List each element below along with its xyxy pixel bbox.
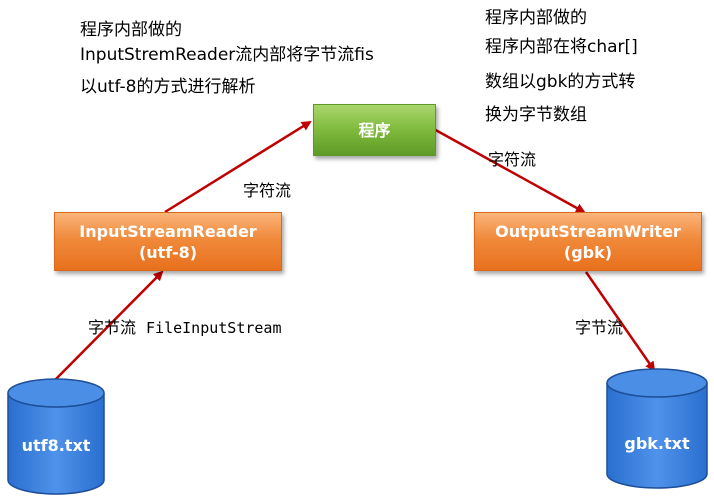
target-file-cylinder — [606, 368, 708, 489]
left-note-line: 程序内部做的 — [80, 20, 182, 40]
right-note-line: 程序内部在将char[] — [485, 37, 638, 57]
right-note-line: 程序内部做的 — [485, 8, 587, 28]
right-note: 程序内部做的 程序内部在将char[] 数组以gbk的方式转 换为字节数组 — [485, 4, 638, 130]
arrow-reader-to-program — [164, 120, 312, 214]
char-stream-label-left: 字符流 — [243, 181, 292, 200]
reader-title: InputStreamReader — [79, 221, 257, 241]
source-file-cylinder — [7, 378, 105, 495]
program-box: 程序 — [313, 104, 436, 156]
output-stream-writer-box: OutputStreamWriter (gbk) — [474, 212, 702, 271]
source-file-label: utf8.txt — [21, 436, 91, 455]
right-note-line: 换为字节数组 — [485, 105, 587, 125]
program-label: 程序 — [358, 120, 391, 140]
writer-encoding: (gbk) — [563, 242, 613, 262]
input-stream-reader-box: InputStreamReader (utf-8) — [54, 212, 282, 271]
file-input-stream-label: FileInputStream — [146, 319, 282, 337]
reader-encoding: (utf-8) — [138, 242, 198, 262]
left-note: 程序内部做的 InputStremReader流内部将字节流fis 以utf-8… — [80, 18, 374, 100]
byte-stream-label-right: 字节流 — [575, 318, 624, 337]
writer-title: OutputStreamWriter — [495, 221, 681, 241]
byte-stream-label-left: 字节流 FileInputStream — [88, 314, 281, 338]
arrow-program-to-writer — [431, 126, 586, 214]
char-stream-label-right: 字符流 — [488, 150, 537, 169]
byte-stream-text: 字节流 — [88, 318, 137, 337]
arrow-file-to-reader — [54, 270, 164, 381]
arrow-writer-to-file — [584, 271, 656, 372]
left-note-line: 以utf-8的方式进行解析 — [80, 77, 256, 97]
target-file-label: gbk.txt — [624, 434, 690, 453]
left-note-line: InputStremReader流内部将字节流fis — [80, 45, 374, 65]
right-note-line: 数组以gbk的方式转 — [485, 72, 636, 92]
